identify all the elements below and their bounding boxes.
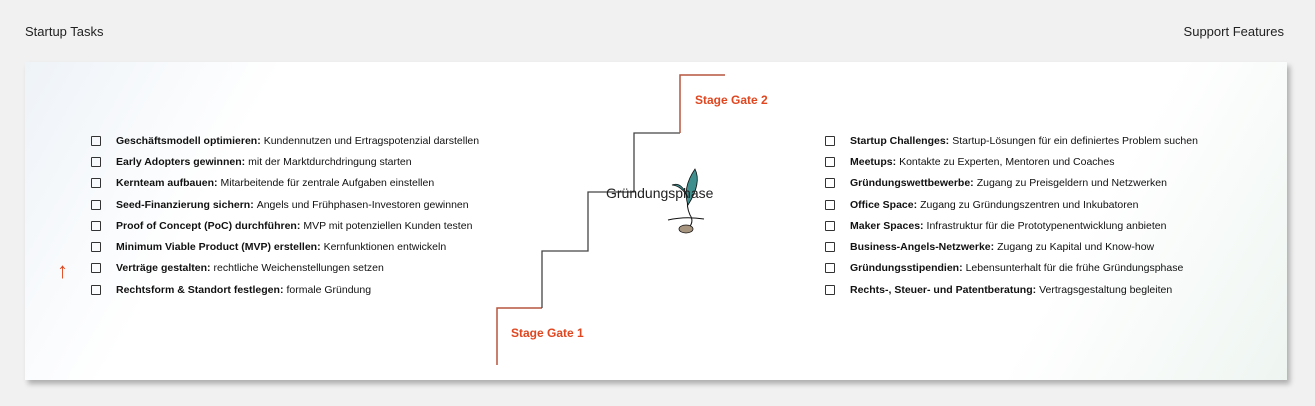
checklist-item: Early Adopters gewinnen:mit der Marktdur… xyxy=(91,151,479,172)
item-title: Maker Spaces: xyxy=(850,219,924,232)
item-title: Gründungswettbewerbe: xyxy=(850,177,974,190)
item-description: MVP mit potenziellen Kunden testen xyxy=(303,219,473,232)
checkbox[interactable] xyxy=(91,263,101,274)
checklist-item: Maker Spaces:Infrastruktur für die Proto… xyxy=(825,215,1198,236)
item-description: Infrastruktur für die Prototypenentwickl… xyxy=(926,219,1167,232)
item-description: Startup-Lösungen für ein definiertes Pro… xyxy=(952,134,1198,147)
checklist-item: Gründungswettbewerbe:Zugang zu Preisgeld… xyxy=(825,173,1198,194)
item-title: Verträge gestalten: xyxy=(116,262,211,275)
checklist-item: Kernteam aufbauen:Mitarbeitende für zent… xyxy=(91,173,479,194)
item-title: Proof of Concept (PoC) durchführen: xyxy=(116,219,301,232)
checklist-item: Seed-Finanzierung sichern:Angels und Frü… xyxy=(91,194,479,215)
checklist-item: Gründungsstipendien:Lebensunterhalt für … xyxy=(825,258,1198,279)
checklist-item: Minimum Viable Product (MVP) erstellen:K… xyxy=(91,236,479,257)
item-title: Geschäftsmodell optimieren: xyxy=(116,134,261,147)
item-title: Kernteam aufbauen: xyxy=(116,177,218,190)
checkbox[interactable] xyxy=(91,178,101,189)
item-description: mit der Marktdurchdringung starten xyxy=(248,155,412,168)
item-description: Zugang zu Gründungszentren und Inkubator… xyxy=(920,198,1139,211)
stage-gate-1-label: Stage Gate 1 xyxy=(511,326,584,340)
item-description: rechtliche Weichenstellungen setzen xyxy=(213,262,384,275)
item-description: Angels und Frühphasen-Investoren gewinne… xyxy=(256,198,469,211)
item-title: Business-Angels-Netzwerke: xyxy=(850,241,995,254)
phase-card: ↑ Geschäftsmodell optimieren:Kundennutze… xyxy=(25,62,1287,380)
item-title: Rechts-, Steuer- und Patentberatung: xyxy=(850,283,1037,296)
support-features-heading: Support Features xyxy=(1183,24,1284,39)
item-description: Zugang zu Kapital und Know-how xyxy=(997,241,1155,254)
stair-gate2-riser xyxy=(679,74,725,133)
item-title: Office Space: xyxy=(850,198,918,211)
checklist-item: Office Space:Zugang zu Gründungszentren … xyxy=(825,194,1198,215)
checkbox[interactable] xyxy=(91,135,101,146)
checkbox[interactable] xyxy=(91,156,101,167)
checkbox[interactable] xyxy=(825,199,835,210)
checkbox[interactable] xyxy=(825,284,835,295)
checkbox[interactable] xyxy=(825,263,835,274)
checkbox[interactable] xyxy=(91,199,101,210)
item-description: Kundennutzen und Ertragspotenzial darste… xyxy=(263,134,480,147)
stair-steps xyxy=(541,132,680,308)
item-title: Rechtsform & Standort festlegen: xyxy=(116,283,284,296)
item-title: Startup Challenges: xyxy=(850,134,950,147)
item-description: Mitarbeitende für zentrale Aufgaben eins… xyxy=(220,177,435,190)
item-description: Lebensunterhalt für die frühe Gründungsp… xyxy=(965,262,1184,275)
checkbox[interactable] xyxy=(91,220,101,231)
item-description: Zugang zu Preisgeldern und Netzwerken xyxy=(976,177,1167,190)
checkbox[interactable] xyxy=(825,242,835,253)
checklist-item: Geschäftsmodell optimieren:Kundennutzen … xyxy=(91,130,479,151)
phase-label: Gründungsphase xyxy=(606,185,714,201)
checkbox[interactable] xyxy=(91,242,101,253)
stage-gate-2-label: Stage Gate 2 xyxy=(695,93,768,107)
item-description: formale Gründung xyxy=(286,283,372,296)
checklist-item: Rechts-, Steuer- und Patentberatung:Vert… xyxy=(825,279,1198,300)
item-title: Early Adopters gewinnen: xyxy=(116,155,246,168)
support-features-list: Startup Challenges:Startup-Lösungen für … xyxy=(825,130,1198,300)
checkbox[interactable] xyxy=(825,178,835,189)
checklist-item: Startup Challenges:Startup-Lösungen für … xyxy=(825,130,1198,151)
item-description: Kernfunktionen entwickeln xyxy=(323,241,447,254)
item-title: Gründungsstipendien: xyxy=(850,262,963,275)
checklist-item: Verträge gestalten:rechtliche Weichenste… xyxy=(91,258,479,279)
seedling-icon xyxy=(667,168,705,234)
item-description: Kontakte zu Experten, Mentoren und Coach… xyxy=(899,155,1115,168)
checkbox[interactable] xyxy=(825,135,835,146)
item-title: Meetups: xyxy=(850,155,897,168)
checklist-item: Rechtsform & Standort festlegen:formale … xyxy=(91,279,479,300)
item-title: Seed-Finanzierung sichern: xyxy=(116,198,254,211)
stair-gate1-riser xyxy=(496,307,542,365)
checklist-item: Meetups:Kontakte zu Experten, Mentoren u… xyxy=(825,151,1198,172)
item-description: Vertragsgestaltung begleiten xyxy=(1039,283,1173,296)
checklist-item: Business-Angels-Netzwerke:Zugang zu Kapi… xyxy=(825,236,1198,257)
arrow-up-icon: ↑ xyxy=(57,258,68,283)
startup-tasks-list: Geschäftsmodell optimieren:Kundennutzen … xyxy=(91,130,479,300)
checkbox[interactable] xyxy=(91,284,101,295)
startup-tasks-heading: Startup Tasks xyxy=(25,24,104,39)
checkbox[interactable] xyxy=(825,156,835,167)
item-title: Minimum Viable Product (MVP) erstellen: xyxy=(116,241,321,254)
checklist-item: Proof of Concept (PoC) durchführen:MVP m… xyxy=(91,215,479,236)
checkbox[interactable] xyxy=(825,220,835,231)
